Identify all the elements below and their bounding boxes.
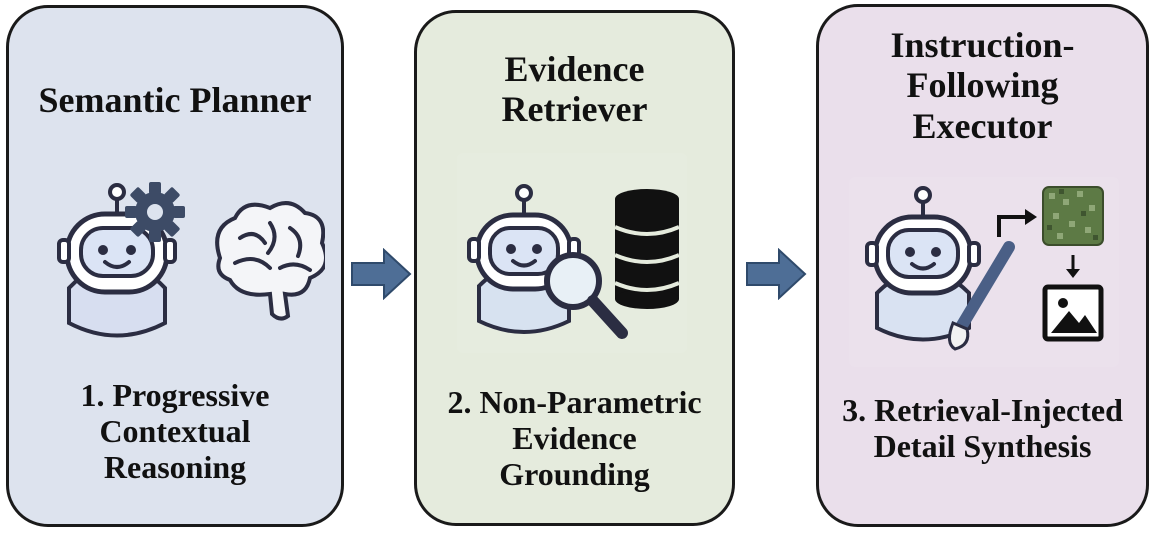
panel-caption: 3. Retrieval-Injected Detail Synthesis [819,392,1146,465]
title-line: Executor [912,105,1053,146]
illustration [849,177,1119,367]
title-line: Evidence [504,49,645,89]
caption-line: Contextual [99,412,251,449]
brain-icon [215,201,328,321]
title-line: Semantic Planner [38,80,312,120]
robot-icon [57,183,177,338]
panel-title: Instruction- Following Executor [819,25,1146,146]
panel-title: Evidence Retriever [417,49,732,130]
noise-patch-icon [1042,186,1104,246]
illustration [35,168,328,348]
caption-line: Reasoning [103,448,247,485]
caption-line: 3. Retrieval-Injected [842,392,1123,428]
caption-line: Grounding [499,455,650,492]
gear-icon [125,182,185,242]
database-icon [614,189,680,309]
paintbrush-icon [948,241,1015,351]
panel-caption: 2. Non-Parametric Evidence Grounding [417,384,732,492]
caption-line: Evidence [512,419,637,456]
caption-line: Detail Synthesis [873,427,1092,464]
title-line: Following [906,65,1059,106]
illustration [457,153,687,353]
caption-line: 1. Progressive [80,377,270,413]
magnifier-icon [544,252,628,339]
panel-evidence-retriever: Evidence Retriever [414,10,735,526]
panel-semantic-planner: Semantic Planner [6,5,344,527]
panel-title: Semantic Planner [9,80,341,120]
image-icon [1042,284,1104,342]
flow-arrow [350,247,412,305]
title-line: Retriever [501,89,648,130]
arrow-down-icon [1066,255,1080,278]
robot-icon [865,186,981,342]
title-line: Instruction- [890,25,1075,65]
caption-line: 2. Non-Parametric [447,384,702,420]
panel-caption: 1. Progressive Contextual Reasoning [9,377,341,485]
panel-instruction-following-executor: Instruction- Following Executor [816,4,1149,527]
flow-arrow [745,247,807,305]
flow-pointer-icon [997,209,1037,237]
